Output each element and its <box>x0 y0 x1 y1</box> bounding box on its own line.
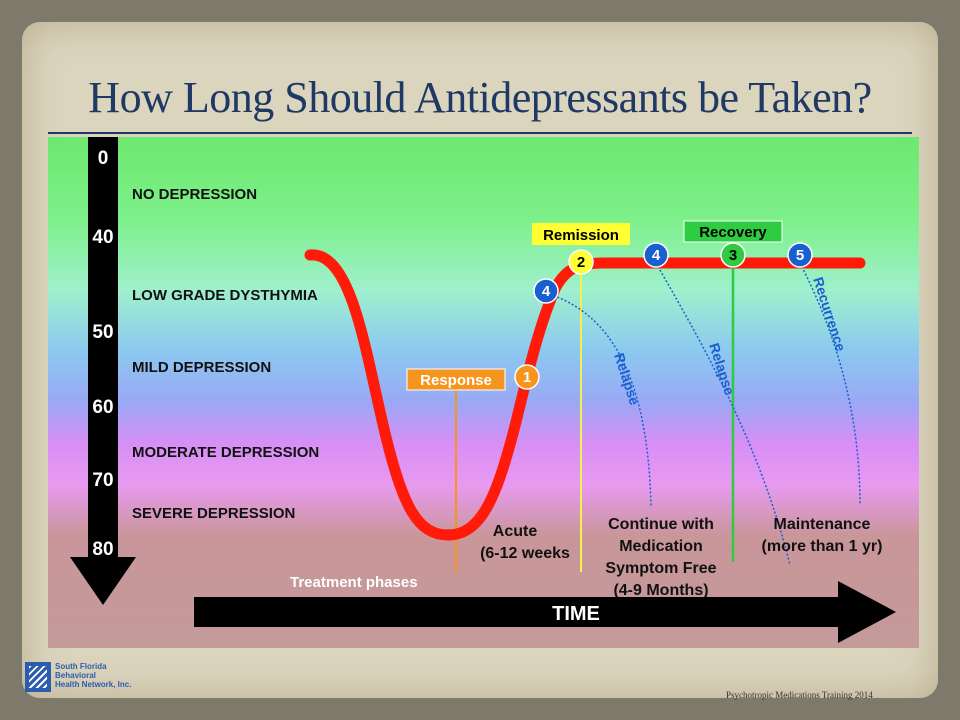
marker-5 <box>787 242 813 268</box>
level-moderate: MODERATE DEPRESSION <box>132 444 319 461</box>
level-severe: SEVERE DEPRESSION <box>132 505 295 522</box>
time-label: TIME <box>552 603 600 625</box>
marker-4-second <box>643 242 669 268</box>
scale-arrow-head <box>70 557 136 605</box>
organization-logo: South Florida Behavioral Health Network,… <box>25 662 145 696</box>
marker-2-label: 2 <box>577 254 585 271</box>
marker-3 <box>720 242 746 268</box>
phase-continue-line1: Continue with <box>608 516 714 533</box>
logo-line-2: Behavioral <box>55 671 96 680</box>
response-box <box>406 368 506 391</box>
level-dysthymia: LOW GRADE DYSTHYMIA <box>132 287 318 304</box>
scale-tick-0: 0 <box>98 148 109 169</box>
scale-tick-60: 60 <box>92 397 113 418</box>
marker-2 <box>568 249 594 275</box>
remission-box <box>532 223 630 245</box>
time-arrow-shaft <box>194 597 844 627</box>
phase-acute-line2: (6-12 weeks <box>480 545 570 562</box>
relapse-curve-1 <box>545 292 652 508</box>
recurrence-curve <box>799 262 861 506</box>
logo-icon <box>25 662 51 692</box>
marker-3-label: 3 <box>729 247 737 264</box>
scale-tick-50: 50 <box>92 322 113 343</box>
phase-maintenance-line1: Maintenance <box>774 516 871 533</box>
phase-maintenance-line2: (more than 1 yr) <box>762 538 883 555</box>
time-arrow-head <box>838 581 896 643</box>
level-no-depression: NO DEPRESSION <box>132 186 257 203</box>
logo-line-1: South Florida <box>55 662 107 671</box>
scale-tick-40: 40 <box>92 227 113 248</box>
remission-label: Remission <box>543 227 619 244</box>
marker-4-first-label: 4 <box>542 283 551 300</box>
phase-continue-line4: (4-9 Months) <box>613 582 708 599</box>
marker-1 <box>514 364 540 390</box>
marker-4-second-label: 4 <box>652 247 661 264</box>
phase-continue-line3: Symptom Free <box>605 560 716 577</box>
marker-4-first <box>533 278 559 304</box>
title-rule <box>48 132 912 134</box>
scale-arrow-shaft <box>88 137 118 557</box>
footer-text: Psychotropic Medications Training 2014 <box>726 690 873 700</box>
treatment-diagram: 0 40 50 60 70 80 NO DEPRESSION LOW GRADE… <box>48 137 919 648</box>
phase-continue-line2: Medication <box>619 538 703 555</box>
relapse-curve-2 <box>655 262 791 566</box>
scale-tick-80: 80 <box>92 539 113 560</box>
gradient-background <box>48 137 919 648</box>
marker-5-label: 5 <box>796 247 804 264</box>
response-label: Response <box>420 372 492 389</box>
logo-line-3: Health Network, Inc. <box>55 680 132 689</box>
level-mild: MILD DEPRESSION <box>132 359 271 376</box>
treatment-phases-label: Treatment phases <box>290 574 418 591</box>
scale-tick-70: 70 <box>92 470 113 491</box>
recovery-box <box>683 220 783 243</box>
marker-1-label: 1 <box>523 369 531 386</box>
phase-acute-line1: Acute <box>493 523 538 540</box>
recovery-label: Recovery <box>699 224 767 241</box>
page-title: How Long Should Antidepressants be Taken… <box>88 73 872 122</box>
